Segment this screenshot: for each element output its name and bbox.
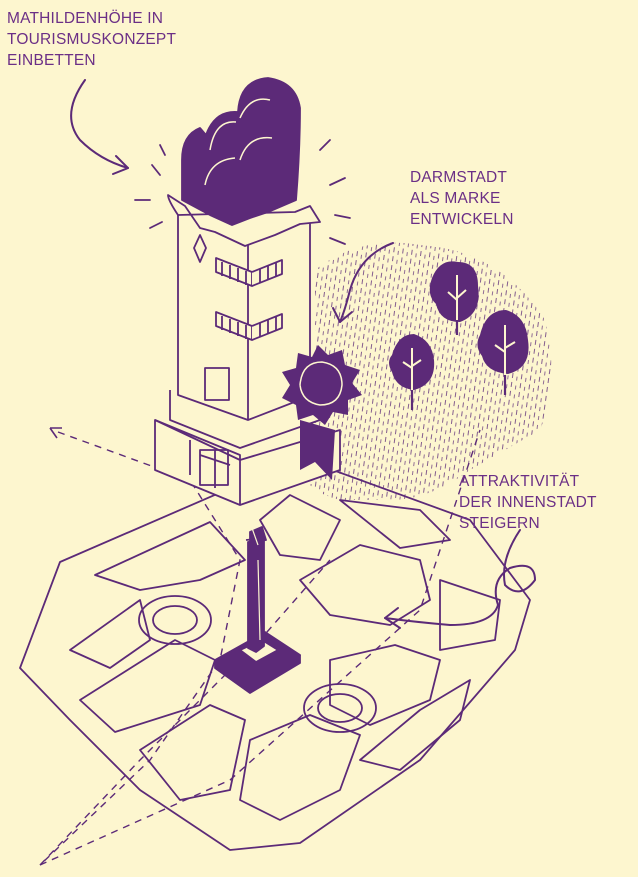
label-line: DARMSTADT <box>410 167 514 188</box>
label-line: STEIGERN <box>459 513 597 534</box>
label-line: EINBETTEN <box>7 50 176 71</box>
label-line: MATHILDENHÖHE IN <box>7 8 176 29</box>
label-innenstadt: ATTRAKTIVITÄT DER INNENSTADT STEIGERN <box>459 471 597 534</box>
label-darmstadt-marke: DARMSTADT ALS MARKE ENTWICKELN <box>410 167 514 230</box>
label-line: ATTRAKTIVITÄT <box>459 471 597 492</box>
label-line: ENTWICKELN <box>410 209 514 230</box>
label-line: TOURISMUSKONZEPT <box>7 29 176 50</box>
label-line: ALS MARKE <box>410 188 514 209</box>
column-monument-icon <box>215 527 300 693</box>
label-mathildenhoehe: MATHILDENHÖHE IN TOURISMUSKONZEPT EINBET… <box>7 8 176 71</box>
label-line: DER INNENSTADT <box>459 492 597 513</box>
